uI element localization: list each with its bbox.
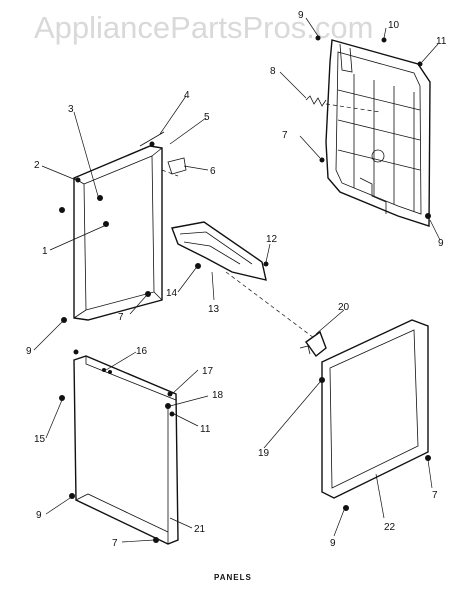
- callout-5: 5: [204, 112, 210, 123]
- callout-12: 12: [266, 234, 278, 245]
- callout-17: 17: [202, 366, 214, 377]
- callout-11: 11: [436, 36, 447, 47]
- callout-21: 21: [194, 524, 206, 535]
- callout-7: 7: [118, 312, 124, 323]
- diagram-caption: PANELS: [214, 573, 252, 582]
- callout-19: 19: [258, 448, 270, 459]
- back-panel: [325, 39, 431, 227]
- front-panel-21: [73, 355, 179, 545]
- callout-18: 18: [212, 390, 224, 401]
- leader-lines: [33, 17, 441, 543]
- callout-9: 9: [438, 238, 444, 249]
- callout-9: 9: [36, 510, 42, 521]
- callout-16: 16: [136, 346, 148, 357]
- hidden-line: [161, 169, 179, 177]
- callout-22: 22: [384, 522, 396, 533]
- callout-14: 14: [166, 288, 178, 299]
- callout-6: 6: [210, 166, 216, 177]
- clip-part-6: [167, 157, 187, 175]
- spring-part-8: [305, 95, 381, 113]
- callouts: 9 10 11 8 7 9 3 4 5 2 6 1 12 14 13 7 9 2…: [26, 10, 447, 549]
- callout-9: 9: [298, 10, 304, 21]
- callout-1: 1: [42, 246, 48, 257]
- side-panel-22: [321, 319, 429, 499]
- callout-3: 3: [68, 104, 74, 115]
- bracket-part-13: [171, 221, 315, 339]
- callout-4: 4: [184, 90, 190, 101]
- callout-7: 7: [432, 490, 438, 501]
- callout-13: 13: [208, 304, 220, 315]
- callout-2: 2: [34, 160, 40, 171]
- callout-11: 11: [200, 424, 211, 435]
- callout-9: 9: [330, 538, 336, 549]
- callout-7: 7: [282, 130, 288, 141]
- callout-10: 10: [388, 20, 400, 31]
- callout-7: 7: [112, 538, 118, 549]
- callout-15: 15: [34, 434, 46, 445]
- hinge-part-20: [299, 330, 327, 358]
- callout-8: 8: [270, 66, 276, 77]
- callout-20: 20: [338, 302, 350, 313]
- callout-9: 9: [26, 346, 32, 357]
- fasteners: [59, 35, 431, 543]
